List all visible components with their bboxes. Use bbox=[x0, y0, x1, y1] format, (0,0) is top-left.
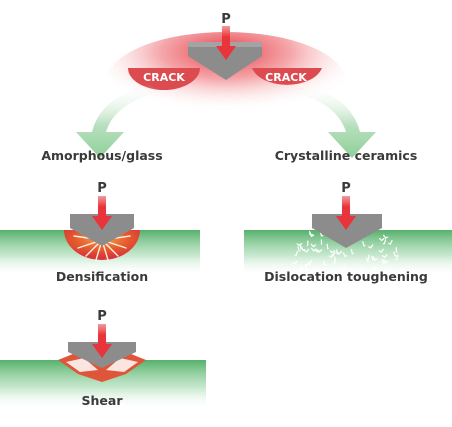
crack-label-right: CRACK bbox=[265, 71, 307, 84]
dislocation-mark bbox=[300, 244, 301, 248]
dislocation-panel: P Dislocation toughening bbox=[244, 181, 452, 284]
load-label-shear: P bbox=[97, 309, 107, 324]
mechanism-label-shear: Shear bbox=[82, 393, 124, 408]
branch-label-amorphous: Amorphous/glass bbox=[41, 148, 162, 163]
load-label-densification: P bbox=[97, 181, 107, 196]
mechanism-label-dislocation: Dislocation toughening bbox=[264, 269, 428, 284]
dislocation-mark bbox=[368, 255, 369, 259]
densification-panel: P Densification bbox=[0, 181, 200, 284]
crack-label-left: CRACK bbox=[143, 71, 185, 84]
mechanism-label-densification: Densification bbox=[56, 269, 148, 284]
load-label-top: P bbox=[221, 12, 231, 27]
branch-label-crystalline: Crystalline ceramics bbox=[275, 148, 418, 163]
load-label-dislocation: P bbox=[341, 181, 351, 196]
shear-panel: P Shear bbox=[0, 309, 206, 410]
top-crack-zone: CRACK CRACK P bbox=[106, 12, 346, 132]
